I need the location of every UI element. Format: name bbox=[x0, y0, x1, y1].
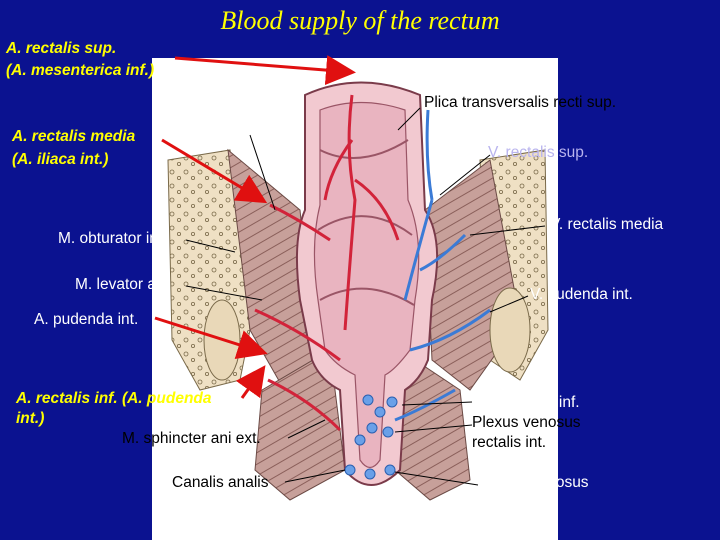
label-v-rectalis-sup: V. rectalis sup. bbox=[488, 144, 589, 161]
rectum-lumen bbox=[313, 101, 420, 469]
label-a-mesenterica-inf: (A. mesenterica inf.) bbox=[6, 62, 155, 79]
label-m-obturator: M. obturator int. bbox=[58, 230, 167, 247]
label-a-rectalis-sup: A. rectalis sup. bbox=[6, 40, 117, 57]
label-m-sphincter-ani-ext: M. sphincter ani ext. bbox=[122, 430, 261, 447]
label-a-rectalis-inf-pudenda: int.) bbox=[16, 410, 45, 427]
leader-lines bbox=[185, 107, 546, 486]
right-ischial-bone bbox=[489, 287, 531, 373]
label-a-pudenda-int: A. pudenda int. bbox=[34, 311, 139, 328]
arteries bbox=[254, 94, 400, 432]
label-a-rectalis-inf: A. rectalis inf. (A. pudenda bbox=[16, 390, 212, 407]
transverse-fold-middle bbox=[317, 215, 413, 236]
label-canalis-analis: Canalis analis bbox=[172, 474, 269, 491]
veins bbox=[394, 109, 491, 422]
label-a-iliaca-int: (A. iliaca int.) bbox=[12, 151, 109, 168]
transverse-fold-upper bbox=[319, 139, 409, 159]
label-v-rectalis-inf: V. rectalis inf. bbox=[488, 394, 580, 411]
artery-arrows bbox=[154, 55, 356, 399]
label-plexus-venosus-int-rectalis: rectalis int. bbox=[472, 434, 547, 451]
label-a-rectalis-media: A. rectalis media bbox=[12, 128, 136, 145]
label-plica-transversalis: Plica transversalis recti sup. bbox=[424, 94, 617, 111]
label-v-pudenda-int: V. pudenda int. bbox=[530, 286, 633, 303]
slide-title: Blood supply of the rectum bbox=[220, 6, 500, 35]
label-v-rectalis-media: V. rectalis media bbox=[550, 216, 664, 233]
label-plexus-venosus-ext-rectalis: rectalis ext. bbox=[480, 493, 559, 510]
label-m-levator-ani: M. levator ani bbox=[75, 276, 169, 293]
label-plexus-venosus-int: Plexus venosus bbox=[472, 414, 581, 431]
label-plexus-venosus-ext: Plexus venosus bbox=[480, 474, 589, 491]
